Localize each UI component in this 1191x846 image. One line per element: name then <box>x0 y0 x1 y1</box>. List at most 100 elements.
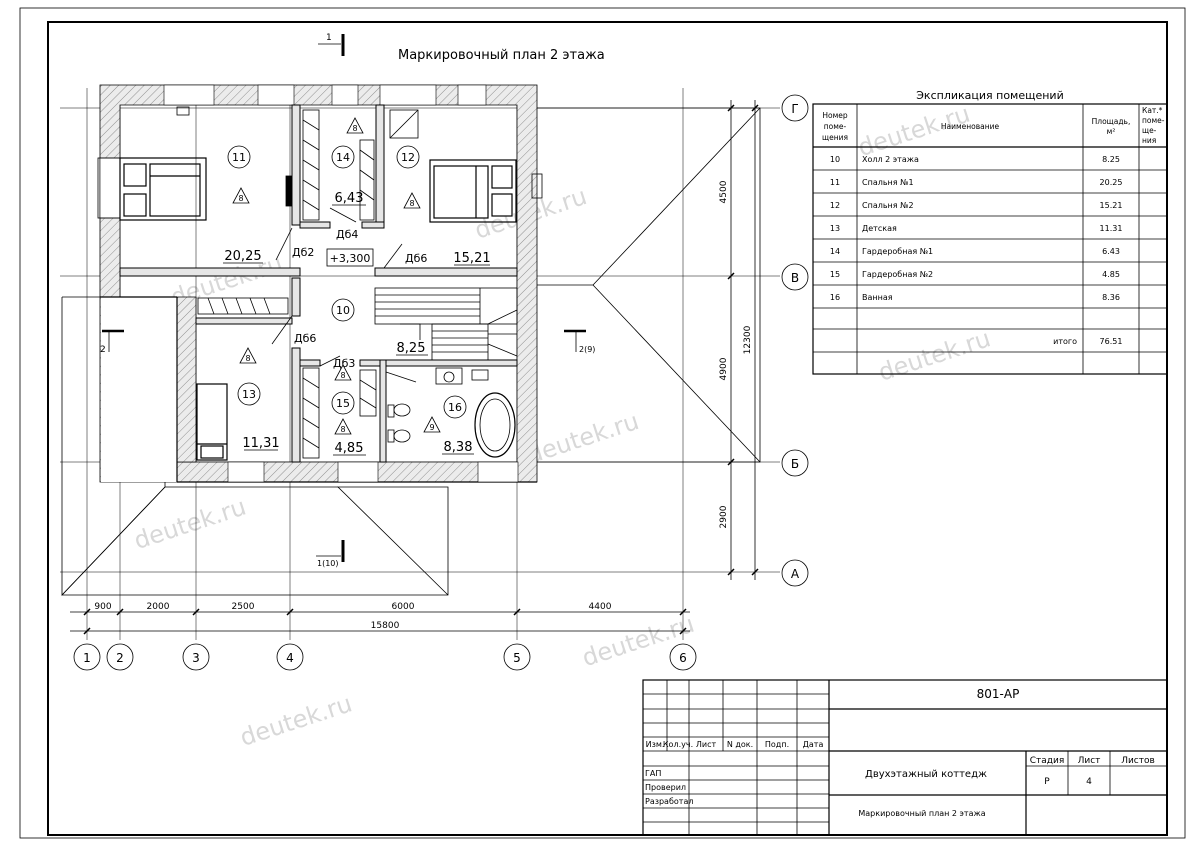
axis-bubbles-horizontal: 1 2 3 4 5 6 <box>73 643 697 671</box>
room-area: 11,31 <box>242 436 279 451</box>
door-label: Дб6 <box>405 252 427 265</box>
room-area: 4,85 <box>335 441 364 456</box>
inner-frame <box>47 21 1168 836</box>
windows <box>99 84 519 483</box>
svg-text:Наименование: Наименование <box>941 122 1000 131</box>
svg-text:3: 3 <box>192 651 200 665</box>
outer-frame <box>19 7 1186 839</box>
svg-text:4400: 4400 <box>589 602 612 612</box>
room-15: 15 4,85 <box>331 391 366 456</box>
room-number: 14 <box>336 151 350 164</box>
stage-value: Р <box>1044 777 1050 787</box>
svg-text:Листов: Листов <box>1121 756 1155 766</box>
svg-text:11.31: 11.31 <box>1100 224 1123 233</box>
room-number: 12 <box>401 151 415 164</box>
watermark: deutek.ru <box>131 493 250 555</box>
svg-text:N док.: N док. <box>727 740 753 749</box>
door-label: Дб3 <box>333 357 355 370</box>
svg-text:8: 8 <box>352 124 357 133</box>
svg-text:14: 14 <box>830 247 840 256</box>
door-label: Дб2 <box>292 246 314 259</box>
svg-text:Кол.уч.: Кол.уч. <box>663 740 693 749</box>
drawing-title: Маркировочный план 2 этажа <box>398 48 605 63</box>
svg-text:2: 2 <box>100 345 106 355</box>
watermark: deutek.ru <box>875 324 994 386</box>
svg-text:Лист: Лист <box>1078 756 1101 766</box>
svg-text:2500: 2500 <box>232 602 255 612</box>
door-labels: Дб2 Дб4 Дб6 Дб6 Дб3 <box>292 228 427 370</box>
svg-text:13: 13 <box>830 224 840 233</box>
project-code: 801-АР <box>977 687 1020 701</box>
room-14: 14 6,43 <box>331 145 366 206</box>
room-area: 8,25 <box>397 341 426 356</box>
svg-text:2000: 2000 <box>147 602 170 612</box>
svg-text:+3,300: +3,300 <box>330 252 371 265</box>
watermark: deutek.ru <box>237 689 356 751</box>
svg-text:Холл 2 этажа: Холл 2 этажа <box>862 155 919 164</box>
section-mark-2-right: 2(9) <box>564 329 595 354</box>
room-number: 11 <box>232 151 246 164</box>
section-label: 1 <box>326 33 332 43</box>
svg-text:15: 15 <box>830 270 840 279</box>
svg-text:Б: Б <box>791 457 799 471</box>
wardrobe-shelving <box>197 109 419 459</box>
svg-text:Площадь,: Площадь, <box>1092 117 1131 126</box>
svg-text:4500: 4500 <box>719 180 729 203</box>
room-12: 12 15,21 <box>396 145 491 266</box>
svg-text:10: 10 <box>830 155 840 164</box>
svg-text:20.25: 20.25 <box>1100 178 1123 187</box>
svg-text:итого: итого <box>1053 337 1077 346</box>
sheet-number: 4 <box>1086 777 1092 787</box>
wall-devices <box>176 106 543 207</box>
svg-text:4.85: 4.85 <box>1102 270 1120 279</box>
roof-outline <box>61 107 761 596</box>
svg-text:12: 12 <box>830 201 840 210</box>
room-labels: 10 8,25 11 20,25 12 15,21 13 11,31 14 6,… <box>223 145 491 456</box>
svg-text:Дата: Дата <box>803 740 824 749</box>
svg-text:Стадия: Стадия <box>1030 756 1065 766</box>
room-area: 6,43 <box>335 191 364 206</box>
svg-text:15800: 15800 <box>371 621 400 631</box>
room-area: 15,21 <box>453 251 490 266</box>
svg-text:4900: 4900 <box>719 357 729 380</box>
svg-text:поме-: поме- <box>824 122 847 131</box>
door-swings <box>271 207 417 383</box>
svg-text:ще-: ще- <box>1142 126 1157 135</box>
svg-text:1(10): 1(10) <box>317 559 339 568</box>
sheet-title: Маркировочный план 2 этажа <box>858 809 985 818</box>
room-number: 16 <box>448 401 462 414</box>
svg-text:8.25: 8.25 <box>1102 155 1120 164</box>
svg-text:Разработал: Разработал <box>645 797 693 806</box>
stamp-col-headers: Изм. Кол.уч. Лист N док. Подп. Дата <box>646 740 824 749</box>
svg-text:11: 11 <box>830 178 840 187</box>
room-area: 20,25 <box>224 249 261 264</box>
svg-text:Лист: Лист <box>696 740 717 749</box>
vertical-dimensions: 4500 4900 2900 12300 <box>719 100 759 580</box>
svg-text:6.43: 6.43 <box>1102 247 1120 256</box>
section-mark-1-bottom: 1(10) <box>316 540 345 568</box>
svg-text:ГАП: ГАП <box>645 769 661 778</box>
room-10: 10 8,25 <box>331 298 428 356</box>
room-13: 13 11,31 <box>237 382 280 451</box>
svg-text:2: 2 <box>116 651 124 665</box>
door-label: Дб4 <box>336 228 358 241</box>
svg-text:8.36: 8.36 <box>1102 293 1120 302</box>
svg-text:9: 9 <box>429 423 434 432</box>
explication-table: Экспликация помещений Номер поме- щения … <box>812 89 1168 375</box>
svg-text:щения: щения <box>822 133 848 142</box>
title-block: Изм. Кол.уч. Лист N док. Подп. Дата ГАП … <box>642 679 1168 836</box>
svg-text:8: 8 <box>409 199 414 208</box>
section-mark-top: 1 <box>318 33 345 56</box>
explication-headers: Номер поме- щения Наименование Площадь, … <box>822 106 1165 145</box>
svg-text:900: 900 <box>94 602 111 612</box>
bed-room-12 <box>429 159 517 223</box>
explication-title: Экспликация помещений <box>916 89 1064 102</box>
svg-text:Г: Г <box>791 102 798 116</box>
